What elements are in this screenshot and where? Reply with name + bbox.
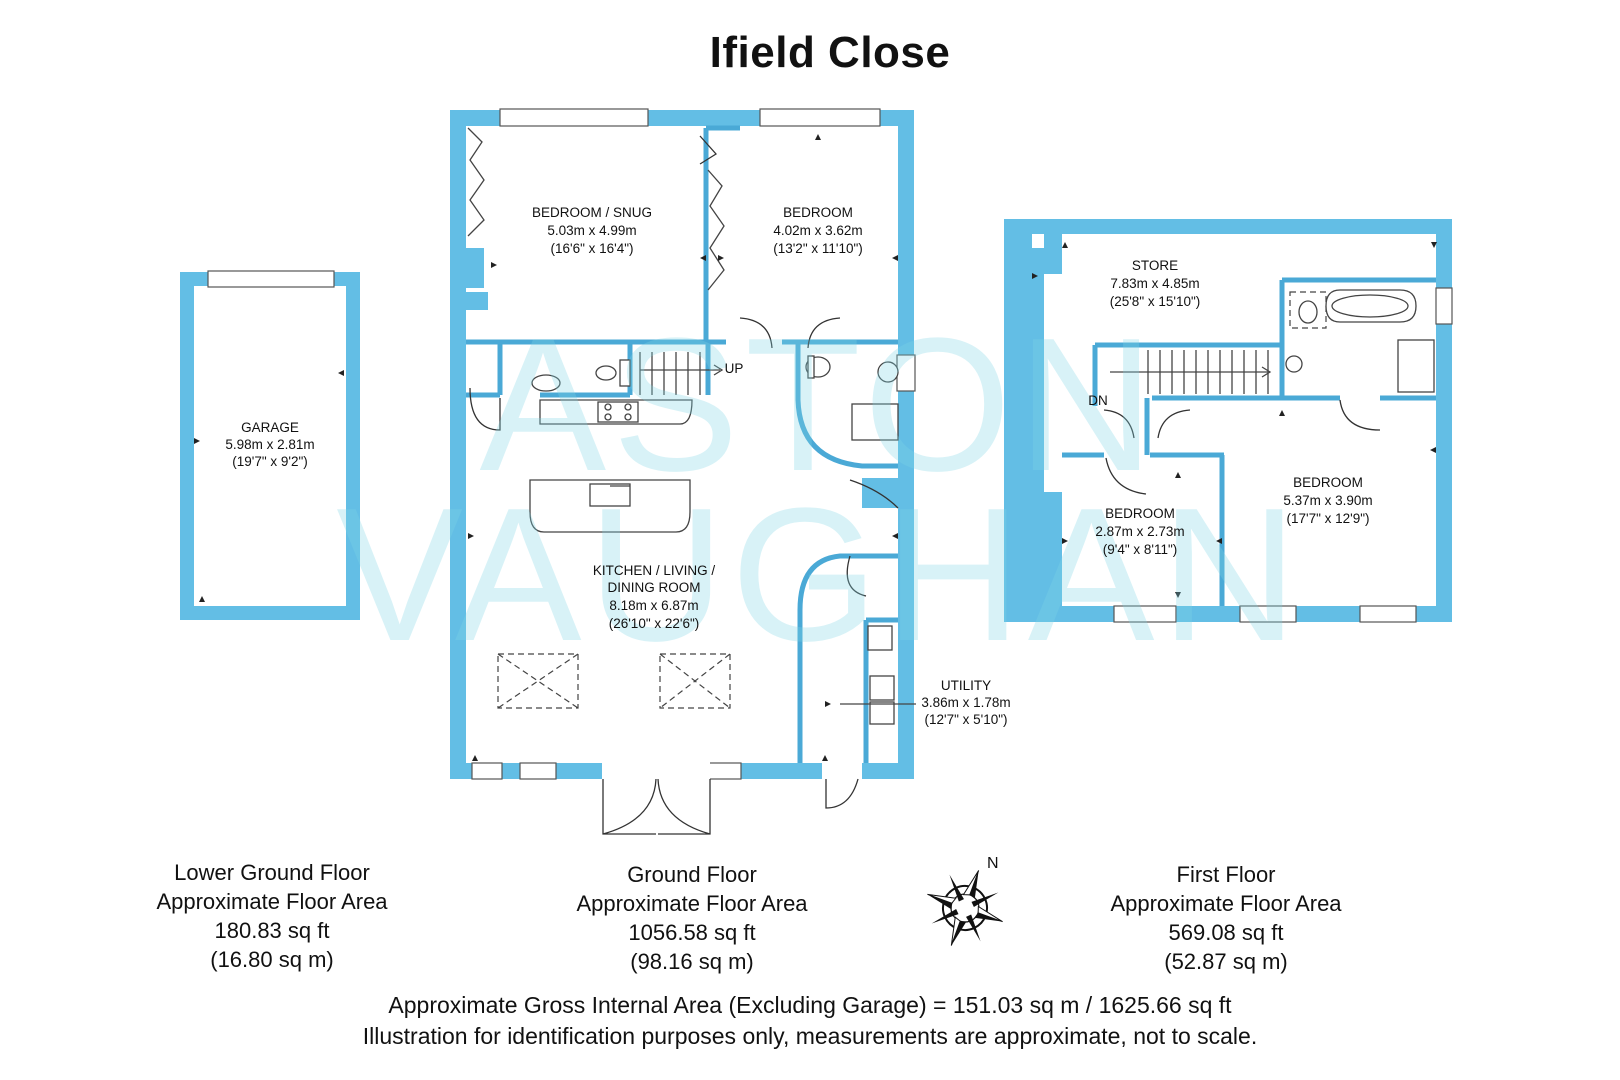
room-imperial: (16'6" x 16'4") bbox=[550, 241, 633, 256]
floor-label-ground: Ground Floor Approximate Floor Area 1056… bbox=[532, 860, 852, 976]
room-name: STORE bbox=[1132, 258, 1178, 273]
floor-caption: Approximate Floor Area bbox=[156, 889, 388, 914]
room-metric: 8.18m x 6.87m bbox=[609, 598, 698, 613]
room-name: UTILITY bbox=[941, 678, 991, 693]
room-label-bedroom-small: BEDROOM 2.87m x 2.73m (9'4" x 8'11") bbox=[1095, 506, 1184, 557]
floor-area-sqm: (98.16 sq m) bbox=[630, 949, 754, 974]
floor-name: Ground Floor bbox=[627, 862, 757, 887]
room-label-bedroom-ground: BEDROOM 4.02m x 3.62m (13'2" x 11'10") bbox=[773, 205, 863, 256]
compass-north-label: N bbox=[987, 855, 999, 872]
garage-plan bbox=[180, 270, 360, 620]
watermark-line2: VAUGHAN bbox=[336, 469, 1304, 681]
room-label-garage: GARAGE 5.98m x 2.81m (19'7" x 9'2") bbox=[225, 420, 314, 469]
room-imperial: (17'7" x 12'9") bbox=[1286, 511, 1369, 526]
floor-area-sqm: (52.87 sq m) bbox=[1164, 949, 1288, 974]
room-label-utility: UTILITY 3.86m x 1.78m (12'7" x 5'10") bbox=[921, 678, 1010, 727]
floor-area-sqm: (16.80 sq m) bbox=[210, 947, 334, 972]
floor-area-sqft: 1056.58 sq ft bbox=[628, 920, 756, 945]
floor-caption: Approximate Floor Area bbox=[1110, 891, 1342, 916]
floor-area-sqft: 180.83 sq ft bbox=[214, 918, 330, 943]
room-imperial: (19'7" x 9'2") bbox=[232, 454, 308, 469]
room-name: BEDROOM bbox=[783, 205, 853, 220]
room-imperial: (25'8" x 15'10") bbox=[1110, 294, 1201, 309]
room-name: KITCHEN / LIVING / bbox=[593, 563, 716, 578]
ground-floor-plan bbox=[450, 108, 916, 835]
room-name-line2: DINING ROOM bbox=[608, 580, 701, 595]
stairs-down-label: DN bbox=[1088, 393, 1108, 408]
room-name: BEDROOM bbox=[1105, 506, 1175, 521]
compass-rose-icon: N bbox=[927, 855, 1003, 946]
page-title: Ifield Close bbox=[709, 28, 951, 77]
floor-label-first: First Floor Approximate Floor Area 569.0… bbox=[1066, 860, 1386, 976]
dimension-ticks bbox=[194, 134, 1437, 761]
room-imperial: (26'10" x 22'6") bbox=[609, 616, 700, 631]
room-metric: 4.02m x 3.62m bbox=[773, 223, 862, 238]
footer: Approximate Gross Internal Area (Excludi… bbox=[0, 990, 1620, 1052]
room-imperial: (12'7" x 5'10") bbox=[924, 712, 1007, 727]
room-imperial: (13'2" x 11'10") bbox=[773, 241, 863, 256]
first-floor-plan bbox=[1004, 219, 1453, 623]
floor-area-sqft: 569.08 sq ft bbox=[1168, 920, 1284, 945]
room-name: BEDROOM / SNUG bbox=[532, 205, 652, 220]
room-metric: 5.98m x 2.81m bbox=[225, 437, 314, 452]
floor-name: First Floor bbox=[1176, 862, 1276, 887]
floor-name: Lower Ground Floor bbox=[174, 860, 370, 885]
room-label-bedroom-snug: BEDROOM / SNUG 5.03m x 4.99m (16'6" x 16… bbox=[532, 205, 652, 256]
room-metric: 5.03m x 4.99m bbox=[547, 223, 636, 238]
room-imperial: (9'4" x 8'11") bbox=[1103, 542, 1178, 557]
stairs-up-label: UP bbox=[725, 361, 744, 376]
room-label-kitchen: KITCHEN / LIVING / DINING ROOM 8.18m x 6… bbox=[593, 563, 716, 631]
room-metric: 2.87m x 2.73m bbox=[1095, 524, 1184, 539]
room-label-store: STORE 7.83m x 4.85m (25'8" x 15'10") bbox=[1110, 258, 1201, 309]
floor-caption: Approximate Floor Area bbox=[576, 891, 808, 916]
room-metric: 5.37m x 3.90m bbox=[1283, 493, 1372, 508]
room-metric: 7.83m x 4.85m bbox=[1110, 276, 1199, 291]
disclaimer: Illustration for identification purposes… bbox=[362, 1023, 1258, 1049]
room-metric: 3.86m x 1.78m bbox=[921, 695, 1010, 710]
room-name: GARAGE bbox=[241, 420, 299, 435]
room-label-bedroom-large: BEDROOM 5.37m x 3.90m (17'7" x 12'9") bbox=[1283, 475, 1372, 526]
floor-label-lower-ground: Lower Ground Floor Approximate Floor Are… bbox=[112, 858, 432, 974]
room-name: BEDROOM bbox=[1293, 475, 1363, 490]
gross-internal-area: Approximate Gross Internal Area (Excludi… bbox=[388, 992, 1232, 1018]
watermark-line1: ASTON bbox=[479, 299, 1160, 511]
